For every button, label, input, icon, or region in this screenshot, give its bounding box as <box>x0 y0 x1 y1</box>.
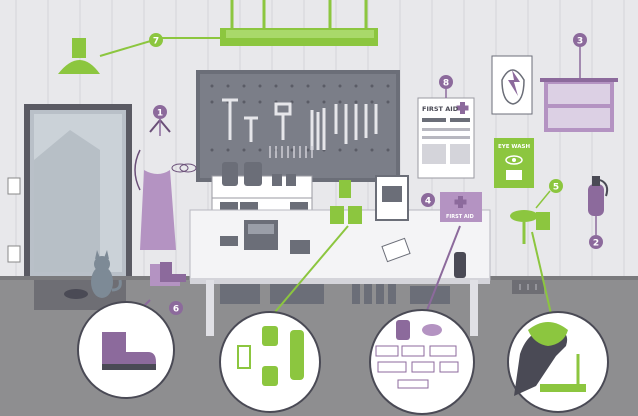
detail-circle-gloves <box>219 311 321 413</box>
under-bench-box <box>220 284 260 304</box>
printer-window <box>382 186 402 202</box>
svg-text:2: 2 <box>593 239 599 249</box>
under-bench-bottles <box>352 284 396 304</box>
bench-box <box>290 240 310 254</box>
bench-machine-screen <box>248 224 274 234</box>
first-aid-poster-title: FIRST AID <box>422 105 459 113</box>
marker-1: 1 <box>153 105 167 119</box>
green-sign-post <box>330 180 362 224</box>
eye-icon <box>505 155 523 165</box>
svg-text:4: 4 <box>425 197 431 207</box>
microphone <box>454 252 466 278</box>
outlet <box>7 245 21 263</box>
boots <box>150 262 186 286</box>
light-switch <box>7 177 21 195</box>
ventilation-hood <box>220 0 378 46</box>
door <box>24 104 132 310</box>
svg-text:8: 8 <box>443 79 449 89</box>
eye-wash-basin-icon <box>506 170 522 180</box>
svg-text:6: 6 <box>173 305 179 315</box>
svg-text:1: 1 <box>157 109 163 119</box>
marker-6: 6 <box>169 301 183 315</box>
first-aid-poster <box>417 97 475 179</box>
marker-4: 4 <box>421 193 435 207</box>
marker-5: 5 <box>549 179 563 193</box>
svg-text:5: 5 <box>553 183 559 193</box>
marker-3: 3 <box>573 33 587 47</box>
floor-drain-grate <box>519 284 537 290</box>
bench-leg-left <box>206 280 214 336</box>
fire-extinguisher <box>588 176 609 216</box>
svg-text:7: 7 <box>153 37 159 47</box>
detail-circle-eye-wash <box>507 311 609 413</box>
hanging-lamp <box>58 38 100 74</box>
first-aid-kit-cross-h <box>454 199 467 205</box>
under-bench-tray <box>270 284 324 304</box>
eye-wash-station <box>510 210 550 244</box>
svg-text:3: 3 <box>577 37 583 47</box>
eye-wash-sign-title: EYE WASH <box>498 144 530 150</box>
bench-paper <box>381 237 411 263</box>
eye-icon-pupil <box>512 158 516 162</box>
marker-7: 7 <box>149 33 163 47</box>
detail-circle-boots <box>77 301 175 399</box>
cat <box>91 250 122 298</box>
under-bench-bin <box>410 286 450 304</box>
marker-2: 2 <box>589 235 603 249</box>
cat-dish <box>64 289 88 299</box>
first-aid-kit-label: FIRST AID <box>446 214 474 220</box>
workbench-edge <box>190 278 490 284</box>
bench-meter <box>220 236 238 246</box>
detail-circle-first-aid <box>369 309 475 415</box>
portrait-poster <box>491 55 533 115</box>
marker-8: 8 <box>439 75 453 89</box>
bench-leg-right <box>470 280 478 336</box>
storage-cabinet <box>540 78 618 132</box>
